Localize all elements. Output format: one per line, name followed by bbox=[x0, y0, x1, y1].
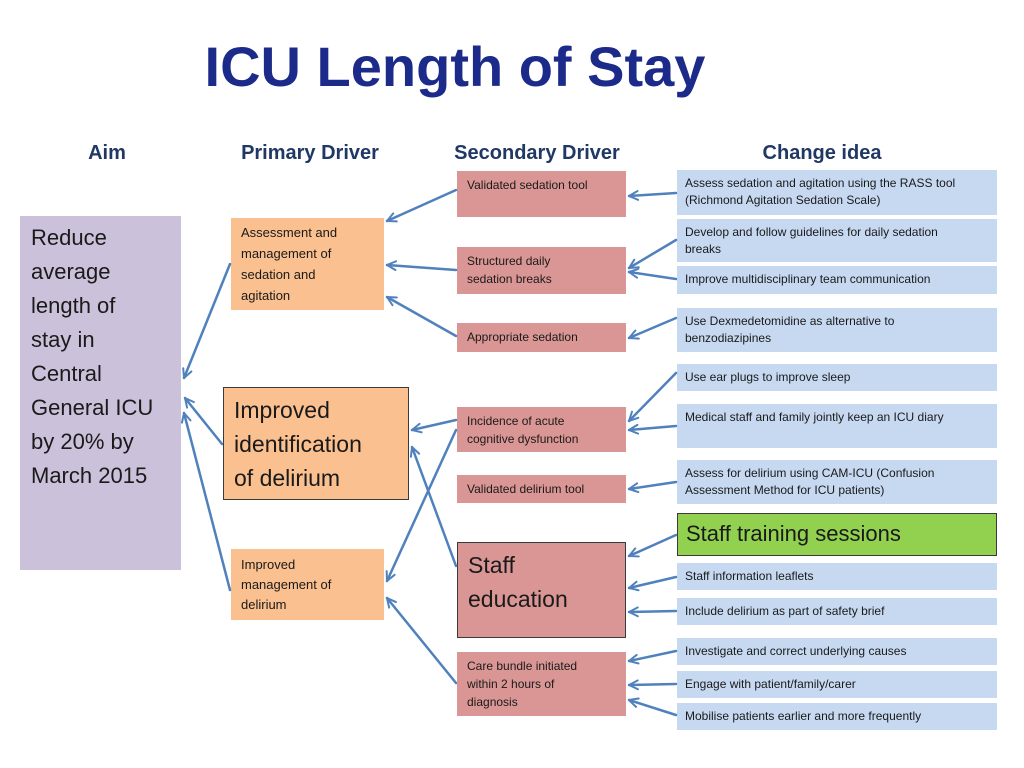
secondary-driver-acute-cognitive-dysfunction: Incidence of acute cognitive dysfunction bbox=[457, 407, 626, 452]
arrow-rass-to-sedation-tool bbox=[627, 190, 678, 201]
primary-driver-sedation-agitation: Assessment and management of sedation an… bbox=[231, 218, 384, 310]
change-idea-underlying-causes: Investigate and correct underlying cause… bbox=[677, 638, 997, 665]
arrow-causes-to-care-bundle bbox=[627, 649, 678, 665]
arrow-identification-to-aim bbox=[183, 396, 224, 446]
arrow-staff-education-to-identification bbox=[409, 445, 458, 568]
change-idea-dexmedetomidine: Use Dexmedetomidine as alternative to be… bbox=[677, 308, 997, 352]
arrow-appropriate-sedation-to-sedation-driver bbox=[385, 295, 458, 338]
change-idea-sedation-break-guidelines: Develop and follow guidelines for daily … bbox=[677, 219, 997, 262]
column-header-secondary-driver: Secondary Driver bbox=[454, 142, 620, 164]
arrow-sedation-breaks-to-sedation-driver bbox=[385, 260, 458, 272]
secondary-driver-staff-education: Staff education bbox=[457, 542, 626, 638]
change-idea-mdt-communication: Improve multidisciplinary team communica… bbox=[677, 266, 997, 294]
arrow-ear-plugs-to-cognitive-dysfunction bbox=[627, 371, 678, 423]
change-idea-icu-diary: Medical staff and family jointly keep an… bbox=[677, 404, 997, 448]
arrow-cam-icu-to-delirium-tool bbox=[627, 480, 678, 494]
arrow-diary-to-cognitive-dysfunction bbox=[627, 423, 678, 435]
arrow-training-to-staff-education bbox=[627, 533, 678, 558]
secondary-driver-validated-sedation-tool: Validated sedation tool bbox=[457, 171, 626, 217]
arrow-mdt-to-sedation-breaks bbox=[627, 267, 678, 281]
arrow-sedation-driver-to-aim bbox=[182, 262, 232, 380]
secondary-driver-appropriate-sedation: Appropriate sedation bbox=[457, 323, 626, 352]
column-header-change-idea: Change idea bbox=[762, 142, 882, 164]
change-idea-staff-training: Staff training sessions bbox=[677, 513, 997, 556]
secondary-driver-care-bundle: Care bundle initiated within 2 hours of … bbox=[457, 652, 626, 716]
change-idea-ear-plugs: Use ear plugs to improve sleep bbox=[677, 364, 997, 391]
column-header-aim: Aim bbox=[88, 142, 126, 164]
column-header-primary-driver: Primary Driver bbox=[241, 142, 379, 164]
change-idea-cam-icu: Assess for delirium using CAM-ICU (Confu… bbox=[677, 460, 997, 504]
change-idea-engage-family: Engage with patient/family/carer bbox=[677, 671, 997, 698]
arrow-cognitive-dysfunction-to-identification bbox=[410, 418, 458, 434]
change-idea-safety-brief: Include delirium as part of safety brief bbox=[677, 598, 997, 625]
arrow-care-bundle-to-management bbox=[385, 596, 458, 685]
arrow-leaflets-to-staff-education bbox=[627, 575, 678, 592]
secondary-driver-daily-sedation-breaks: Structured daily sedation breaks bbox=[457, 247, 626, 294]
secondary-driver-validated-delirium-tool: Validated delirium tool bbox=[457, 475, 626, 503]
aim-box: Reduce average length of stay in Central… bbox=[20, 216, 181, 570]
change-idea-early-mobilisation: Mobilise patients earlier and more frequ… bbox=[677, 703, 997, 730]
arrow-safety-brief-to-staff-education bbox=[627, 606, 678, 618]
arrow-guidelines-to-sedation-breaks bbox=[627, 238, 678, 270]
change-idea-rass-tool: Assess sedation and agitation using the … bbox=[677, 170, 997, 215]
arrow-sedation-tool-to-sedation-driver bbox=[385, 188, 458, 223]
change-idea-information-leaflets: Staff information leaflets bbox=[677, 563, 997, 590]
page-title: ICU Length of Stay bbox=[204, 35, 706, 98]
primary-driver-delirium-management: Improved management of delirium bbox=[231, 549, 384, 620]
arrow-mobilise-to-care-bundle bbox=[627, 697, 678, 717]
arrow-dexmedetomidine-to-appropriate-sedation bbox=[627, 316, 678, 340]
arrow-engage-to-care-bundle bbox=[627, 679, 678, 691]
primary-driver-delirium-identification: Improved identification of delirium bbox=[223, 387, 409, 500]
